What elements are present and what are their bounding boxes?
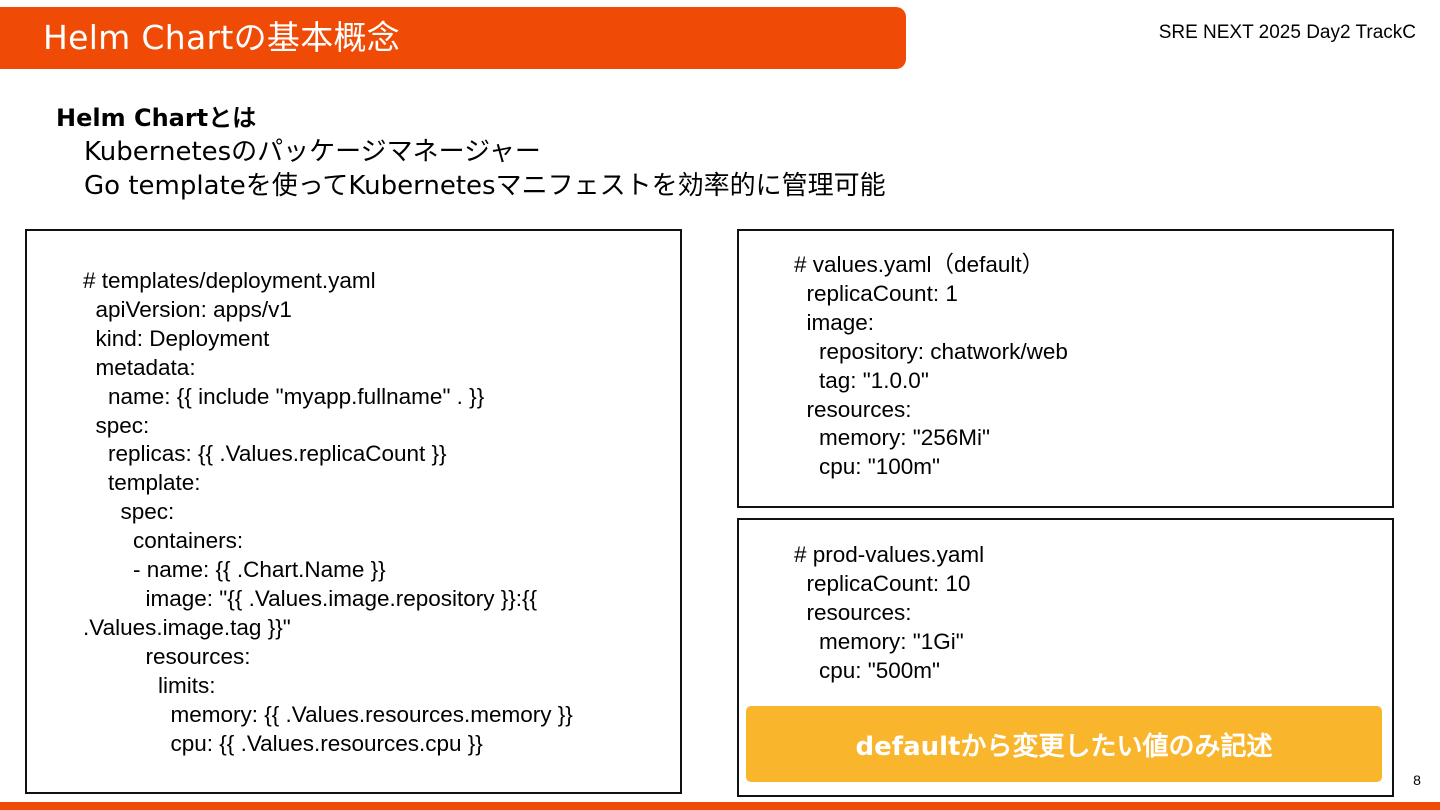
callout-banner: defaultから変更したい値のみ記述 xyxy=(746,706,1382,782)
default-values-box: # values.yaml（default） replicaCount: 1 i… xyxy=(737,229,1394,508)
intro-line: Go templateを使ってKubernetesマニフェストを効率的に管理可能 xyxy=(84,171,886,201)
intro-heading: Helm Chartとは xyxy=(56,104,257,132)
deployment-template-box: # templates/deployment.yaml apiVersion: … xyxy=(25,229,682,794)
prod-values-code: # prod-values.yaml replicaCount: 10 reso… xyxy=(794,542,985,683)
title-bar: Helm Chartの基本概念 xyxy=(0,7,906,69)
callout-text: defaultから変更したい値のみ記述 xyxy=(855,731,1273,762)
intro-line: Kubernetesのパッケージマネージャー xyxy=(84,137,541,167)
intro-section: Helm Chartとは Kubernetesのパッケージマネージャー Go t… xyxy=(56,101,886,203)
page-number: 8 xyxy=(1413,772,1421,788)
bottom-accent-bar xyxy=(0,802,1440,810)
deployment-template-code: # templates/deployment.yaml apiVersion: … xyxy=(83,268,573,756)
slide-title: Helm Chartの基本概念 xyxy=(43,18,401,57)
event-label: SRE NEXT 2025 Day2 TrackC xyxy=(1158,22,1416,43)
default-values-code: # values.yaml（default） replicaCount: 1 i… xyxy=(794,252,1068,480)
